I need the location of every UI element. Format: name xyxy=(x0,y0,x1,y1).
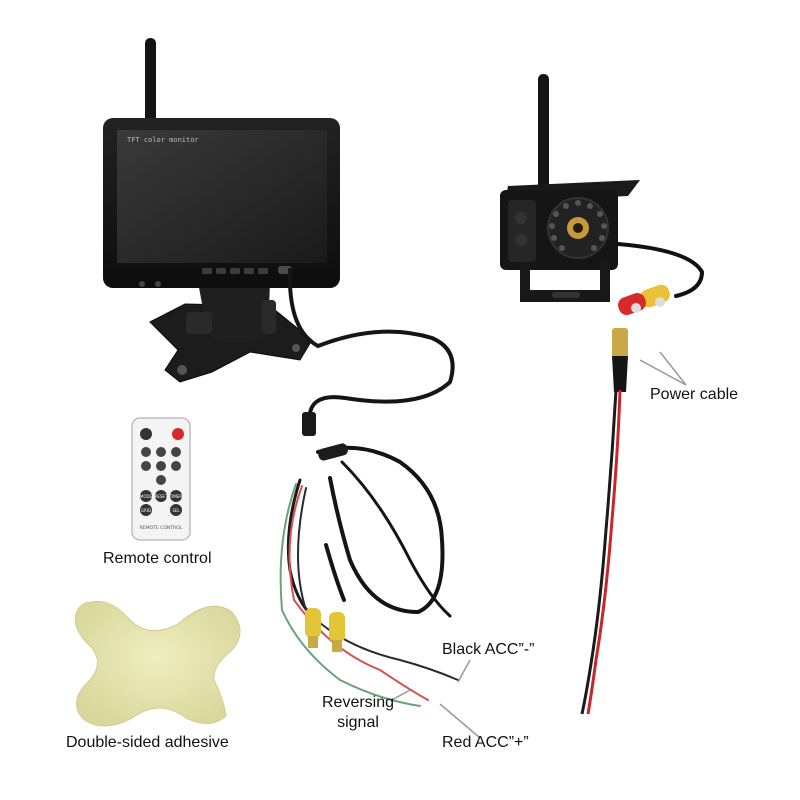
adhesive-label: Double-sided adhesive xyxy=(66,734,229,751)
monitor-mount xyxy=(198,282,270,344)
monitor-screen-text: TFT color monitor xyxy=(127,136,199,144)
remote-control: MODE RESET TIMER GRID SEL REMOTE CONTROL xyxy=(131,417,191,541)
power-cable-pointers xyxy=(639,351,687,386)
red-acc-label: Red ACC”+” xyxy=(442,734,529,751)
camera-ir-leds xyxy=(549,200,607,251)
reversing-label-line2: signal xyxy=(337,714,379,731)
camera-cable xyxy=(616,242,705,298)
monitor: TFT color monitor xyxy=(103,38,455,436)
camera-rca-plugs xyxy=(618,284,670,315)
svg-text:RESET: RESET xyxy=(155,494,168,499)
monitor-buttons xyxy=(202,266,292,274)
reversing-label-line1: Reversing xyxy=(321,694,395,711)
monitor-screen xyxy=(117,130,327,263)
svg-text:SEL: SEL xyxy=(172,508,180,513)
adhesive-pad xyxy=(74,600,241,727)
remote-footer-text: REMOTE CONTROL xyxy=(140,525,183,531)
camera xyxy=(500,74,705,315)
harness-pointers xyxy=(391,659,481,739)
wiring-harness xyxy=(279,443,459,707)
svg-text:GRID: GRID xyxy=(141,508,151,513)
harness-rca-plugs xyxy=(305,608,345,652)
svg-text:MODE: MODE xyxy=(140,494,153,499)
reversing-signal-label: Reversing signal xyxy=(318,693,398,733)
camera-bracket xyxy=(520,262,610,302)
svg-text:TIMER: TIMER xyxy=(169,494,183,499)
black-acc-label: Black ACC”-” xyxy=(442,641,535,658)
camera-antenna xyxy=(538,74,549,192)
power-cable-label: Power cable xyxy=(650,386,739,403)
remote-control-label: Remote control xyxy=(103,550,212,567)
monitor-antenna xyxy=(145,38,156,136)
power-cable xyxy=(580,328,628,715)
monitor-cable xyxy=(287,268,455,428)
